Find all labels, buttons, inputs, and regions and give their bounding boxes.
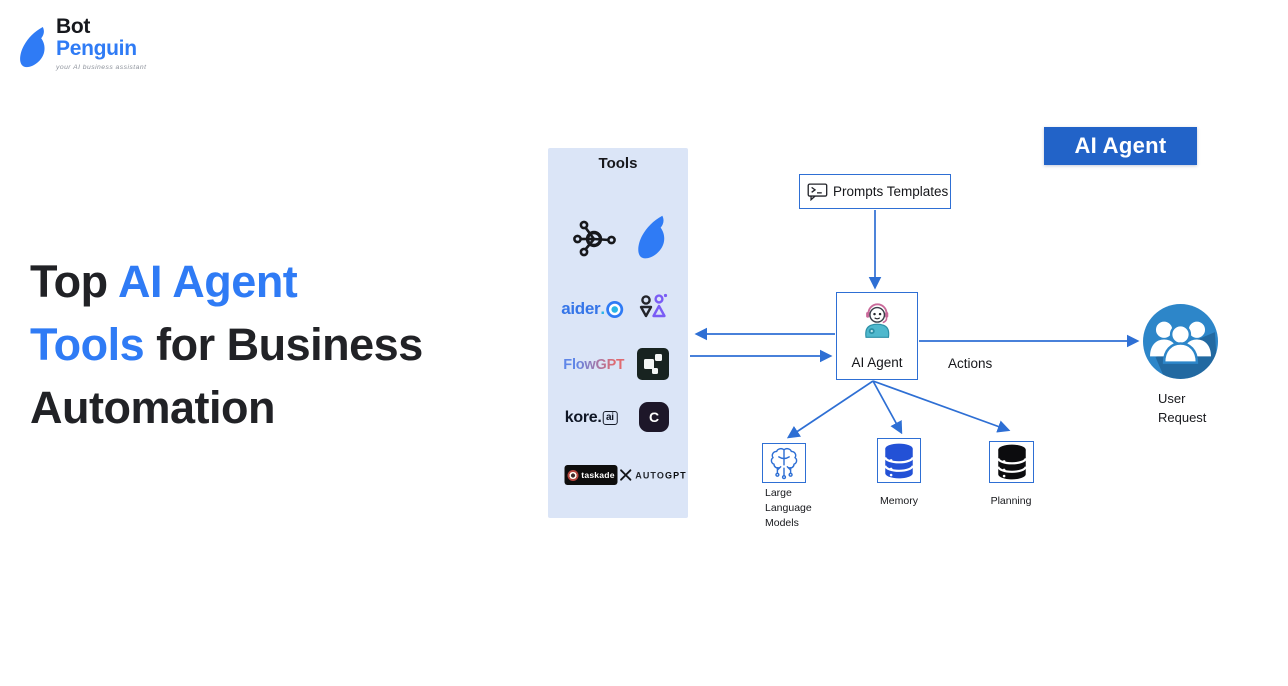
duo-figures-icon	[639, 293, 668, 318]
tools-panel-title: Tools	[598, 155, 638, 172]
tool-taskade: taskade	[564, 465, 618, 485]
planning-label: Planning	[990, 495, 1032, 507]
autogpt-label-auto: AUTO	[635, 470, 665, 480]
planning-box	[989, 441, 1034, 483]
brain-circuit-icon	[770, 447, 798, 480]
tools-panel: Tools	[548, 148, 688, 518]
blocks-icon	[637, 348, 669, 380]
tool-autogpt: AUTOGPT	[619, 469, 687, 482]
botpenguin-logo: Bot Penguin your AI business assistant	[18, 16, 146, 71]
title-seg-top: Top	[30, 256, 118, 307]
tool-blocks	[637, 348, 669, 380]
prompts-templates-label: Prompts Templates	[833, 184, 949, 199]
tool-flowgpt: FlowGPT	[563, 357, 625, 373]
planning-database-icon	[996, 444, 1027, 480]
aider-dot: .	[600, 299, 605, 318]
memory-box	[877, 438, 921, 483]
memory-label: Memory	[880, 495, 918, 507]
actions-label: Actions	[948, 356, 993, 371]
tool-duo-figures	[637, 293, 669, 323]
llm-box	[762, 443, 806, 483]
c-app-icon: C	[639, 402, 669, 432]
tool-kore-ai: kore.ai	[565, 409, 618, 427]
logo-tagline: your AI business assistant	[56, 64, 147, 71]
tool-c-app: C	[639, 402, 669, 432]
autogpt-label-gpt: GPT	[664, 470, 687, 480]
logo-text-bot: Bot	[56, 15, 91, 38]
user-request-label: User Request	[1158, 391, 1207, 425]
logo-text-penguin: Penguin	[56, 37, 137, 60]
title-seg-automation: Automation	[30, 382, 275, 433]
tool-aider: aider.	[561, 299, 623, 319]
penguin-icon	[638, 215, 665, 259]
penguin-icon	[20, 27, 45, 68]
memory-database-icon	[884, 443, 914, 478]
llm-label: Large Language Models	[765, 487, 812, 529]
aider-label: aider	[561, 299, 601, 318]
taskade-icon	[567, 469, 579, 481]
prompt-bubble-icon	[807, 182, 828, 201]
network-nodes-icon	[573, 220, 616, 257]
user-group-icon	[1143, 304, 1218, 379]
autogpt-mark-icon	[620, 469, 632, 481]
ai-agent-box-label: AI Agent	[851, 355, 903, 370]
title-seg-for-business: for Business	[144, 319, 423, 370]
title-seg-ai-agent: AI Agent	[117, 256, 298, 307]
taskade-label: taskade	[581, 470, 615, 480]
kore-ai-badge: ai	[602, 411, 618, 425]
ai-agent-banner: AI Agent	[1044, 127, 1197, 165]
robot-agent-icon	[865, 303, 890, 338]
flowgpt-label: FlowGPT	[563, 357, 625, 373]
kore-label: kore.	[564, 409, 602, 426]
prompts-templates-box: Prompts Templates	[799, 174, 951, 209]
ai-agent-box: AI Agent	[836, 292, 918, 380]
tool-botpenguin	[636, 214, 670, 260]
aider-ball-icon	[605, 300, 623, 318]
tool-network-nodes	[572, 216, 616, 260]
title-seg-tools: Tools	[30, 319, 145, 370]
